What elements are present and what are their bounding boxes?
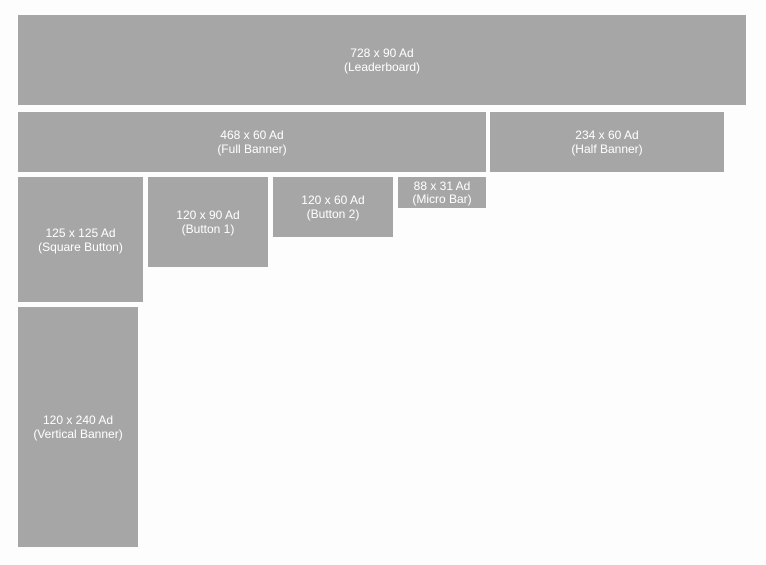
ad-name-label: (Micro Bar) <box>412 191 472 206</box>
ad-name-label: (Button 2) <box>306 207 360 221</box>
ad-button-1[interactable]: 120 x 90 Ad (Button 1) <box>148 177 268 267</box>
ad-size-label: 88 x 31 Ad <box>413 178 471 193</box>
ad-name-label: (Vertical Banner) <box>33 427 123 441</box>
ad-square-button[interactable]: 125 x 125 Ad (Square Button) <box>18 177 143 302</box>
ad-size-label: 120 x 60 Ad <box>301 193 365 207</box>
ad-name-label: (Half Banner) <box>571 142 643 156</box>
ad-size-label: 468 x 60 Ad <box>220 128 284 142</box>
ad-size-label: 125 x 125 Ad <box>45 225 116 240</box>
ad-vertical-banner[interactable]: 120 x 240 Ad (Vertical Banner) <box>18 307 138 547</box>
ad-size-label: 120 x 240 Ad <box>42 413 114 427</box>
ad-name-label: (Button 1) <box>181 222 235 236</box>
ad-full-banner[interactable]: 468 x 60 Ad (Full Banner) <box>18 112 486 172</box>
ad-button-2[interactable]: 120 x 60 Ad (Button 2) <box>273 177 393 237</box>
ad-size-label: 728 x 90 Ad <box>350 46 414 60</box>
ad-leaderboard[interactable]: 728 x 90 Ad (Leaderboard) <box>18 15 746 105</box>
ad-micro-bar[interactable]: 88 x 31 Ad (Micro Bar) <box>398 177 486 208</box>
ad-size-label: 120 x 90 Ad <box>176 208 240 222</box>
ad-name-label: (Full Banner) <box>217 142 287 156</box>
ad-size-label: 234 x 60 Ad <box>575 128 639 142</box>
ad-name-label: (Leaderboard) <box>343 60 421 74</box>
ad-half-banner[interactable]: 234 x 60 Ad (Half Banner) <box>490 112 724 172</box>
ad-name-label: (Square Button) <box>38 239 123 254</box>
